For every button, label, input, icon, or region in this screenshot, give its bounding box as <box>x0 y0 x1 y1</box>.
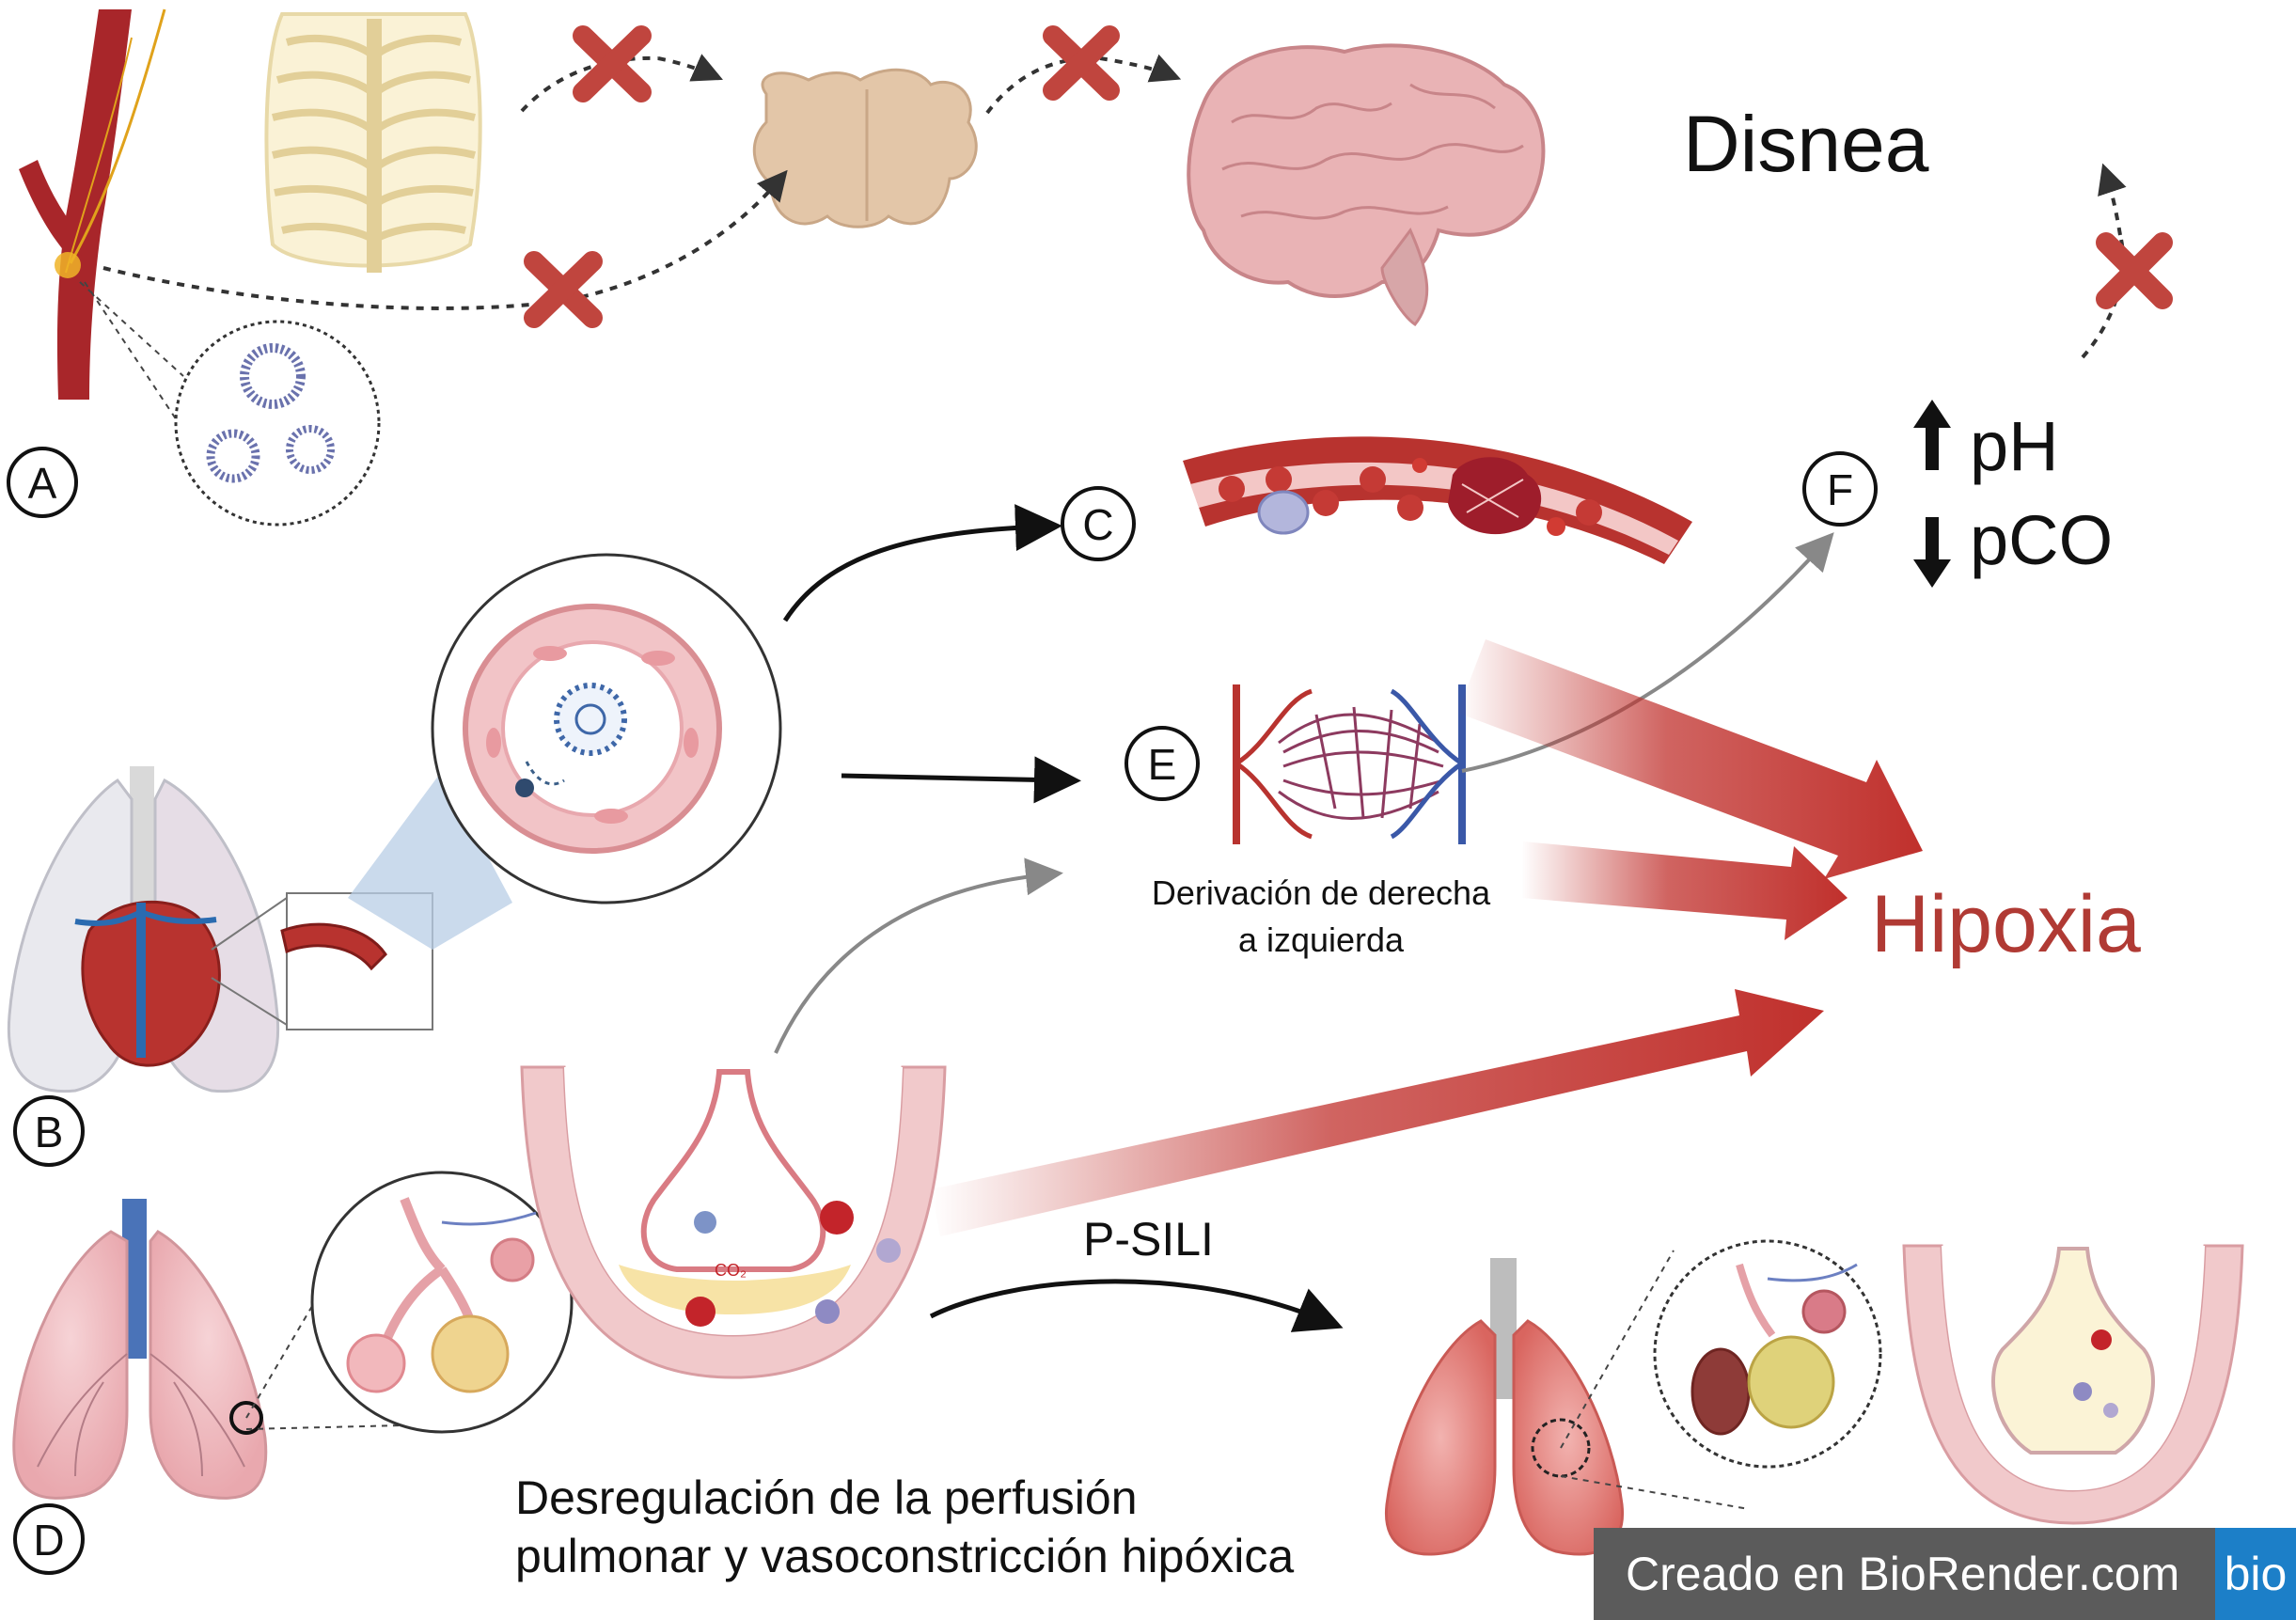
vessel-cross-section-inset <box>431 553 782 904</box>
label-e: E <box>1124 726 1200 801</box>
lungs-d <box>12 1199 443 1500</box>
arrow-psili <box>929 1279 1344 1332</box>
psili-label: P-SILI <box>1083 1213 1214 1266</box>
carotid-branch <box>19 160 89 263</box>
svg-text:D: D <box>33 1516 64 1565</box>
svg-text:A: A <box>28 459 57 508</box>
blood-vessel-c <box>1183 436 1692 564</box>
brainstem <box>752 68 978 228</box>
co2-label: CO₂ <box>715 1261 747 1280</box>
thick-arrow-d-hypoxia <box>931 989 1824 1236</box>
brain <box>1187 43 1546 327</box>
up-arrow-icon <box>1913 400 1951 470</box>
thick-arrow-c-hypoxia <box>1457 639 1923 879</box>
arrow-to-f <box>1461 532 1834 773</box>
svg-text:B: B <box>35 1108 64 1156</box>
injured-alveolus <box>1902 1244 2244 1525</box>
carotid-body <box>55 252 81 278</box>
shunt-label-line1: Derivación de derecha <box>1152 873 1491 912</box>
alveolus-d: CO₂ <box>520 1065 947 1379</box>
section-a-carotid <box>19 8 166 400</box>
svg-text:E: E <box>1148 740 1177 789</box>
down-arrow-icon <box>1913 517 1951 588</box>
blocked-x-icon <box>1043 25 1120 101</box>
ph-label: pH <box>1970 407 2059 485</box>
label-f: F <box>1802 451 1878 527</box>
label-b: B <box>13 1095 85 1167</box>
shunt-label-line2: a izquierda <box>1238 920 1405 959</box>
caption-line1: Desregulación de la perfusión <box>515 1471 1138 1524</box>
arrow-d-to-e <box>774 857 1063 1054</box>
blocked-x-icon <box>573 25 652 102</box>
afferent-pathway-top <box>102 54 2127 359</box>
hypoxia-label: Hipoxia <box>1871 879 2141 969</box>
caption-line2: pulmonar y vasoconstricción hipóxica <box>515 1530 1294 1582</box>
virus-particle <box>206 429 260 483</box>
biorender-watermark: Creado en BioRender.com bio <box>1594 1528 2296 1620</box>
blocked-x-icon <box>2096 232 2173 309</box>
thick-arrow-e-hypoxia <box>1521 841 1848 940</box>
rib-cage <box>264 12 482 273</box>
virus-inset-a <box>79 281 381 527</box>
nerve-fiber <box>69 8 166 264</box>
carotid-artery <box>56 9 133 400</box>
injured-alveoli-inset <box>1653 1239 1882 1469</box>
blocked-x-icon <box>524 251 603 328</box>
label-a: A <box>7 447 78 518</box>
zoom-cone <box>348 771 512 950</box>
watermark-text: Creado en BioRender.com <box>1626 1548 2180 1600</box>
injured-lungs <box>1384 1250 1750 1556</box>
arrow-to-e <box>841 756 1081 804</box>
pulmonary-capillary <box>280 922 387 971</box>
svg-text:F: F <box>1827 465 1853 514</box>
alveoli-inset-d <box>310 1171 574 1434</box>
virus-particle <box>286 425 335 474</box>
virus-icon <box>554 683 627 756</box>
capillary-shunt-e <box>1233 684 1466 844</box>
svg-text:C: C <box>1082 500 1113 549</box>
dyspnea-label: Disnea <box>1683 100 1929 188</box>
biorender-badge: bio <box>2215 1528 2296 1620</box>
arrow-to-c <box>782 504 1062 622</box>
lungs-heart-b <box>7 766 433 1093</box>
label-c: C <box>1061 486 1136 561</box>
label-d: D <box>13 1503 85 1575</box>
pco-label: pCO <box>1970 501 2113 579</box>
virus-particle <box>240 343 306 409</box>
